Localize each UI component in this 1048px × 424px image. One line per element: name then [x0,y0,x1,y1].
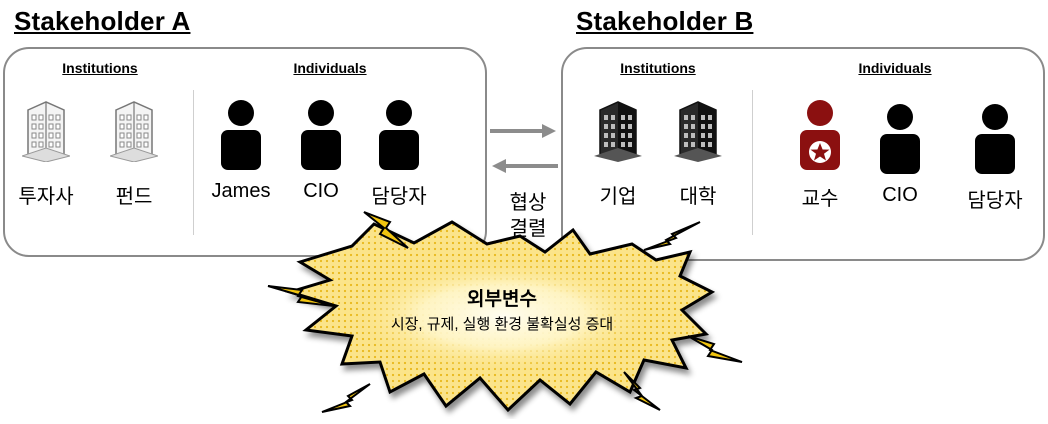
building-icon [674,98,722,162]
individual-label: 담당자 [371,186,427,208]
negotiation-line2: 결렬 [509,218,547,240]
person-icon [377,100,421,170]
stakeholder-a-title: Stakeholder A [14,6,191,36]
person-icon [219,100,263,170]
person-icon [878,104,922,174]
building-icon [594,98,642,162]
institution-label: 펀드 [115,186,153,208]
stakeholder-b-divider [752,90,753,235]
building-outline-icon [110,98,158,162]
institution-label: 투자사 [18,186,74,208]
stakeholder-b-institutions-header: Institutions [620,60,696,76]
individual-label: James [211,180,271,202]
stakeholder-b-title: Stakeholder B [576,6,754,36]
burst-subtitle: 시장, 규제, 실행 환경 불확실성 증대 [390,316,614,333]
arrow-right-icon [488,122,558,140]
stakeholder-a-individuals-header: Individuals [293,60,367,76]
professor-icon [798,100,842,170]
person-icon [299,100,343,170]
negotiation-line1: 협상 [509,192,547,214]
arrow-left-icon [490,157,560,175]
individual-label: 담당자 [967,190,1023,212]
stakeholder-b-individuals-header: Individuals [858,60,932,76]
institution-label: 대학 [679,186,717,208]
building-outline-icon [22,98,70,162]
stakeholder-a-institutions-header: Institutions [62,60,138,76]
person-icon [973,104,1017,174]
individual-label: CIO [303,180,339,202]
burst-title: 외부변수 [467,289,537,310]
institution-label: 기업 [599,186,637,208]
individual-label: 교수 [801,188,839,210]
stakeholder-a-divider [193,90,194,235]
individual-label: CIO [882,184,918,206]
